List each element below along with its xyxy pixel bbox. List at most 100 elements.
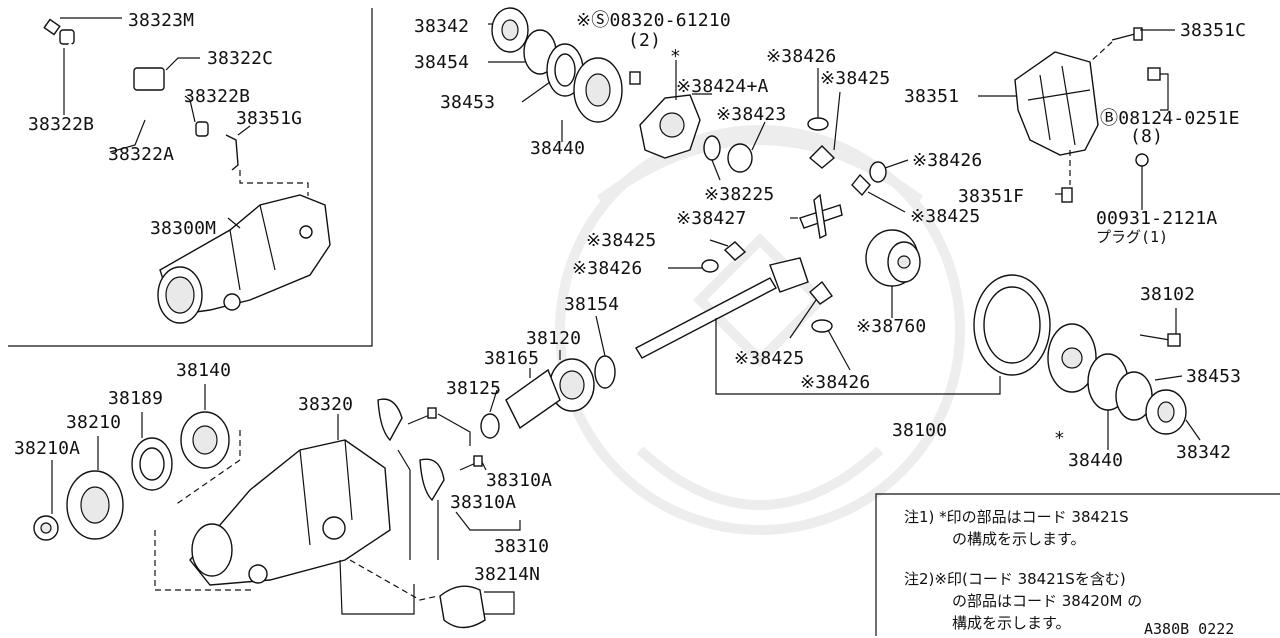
label-38154: 38154	[564, 294, 619, 315]
washer-38426-c[interactable]	[701, 259, 719, 273]
label-38120: 38120	[526, 328, 581, 349]
label-plug-00931: 00931-2121A	[1096, 208, 1217, 229]
label-38426-a: ※38426	[766, 46, 836, 67]
label-38427: ※38427	[676, 208, 746, 229]
label-38440-right: 38440	[1068, 450, 1123, 471]
label-38424A: ※38424+A	[676, 76, 769, 97]
label-star-a: *	[670, 46, 681, 67]
label-38310A-a: 38310A	[486, 470, 552, 491]
bolt-38102[interactable]	[1139, 333, 1181, 347]
differential-assembly-38300M[interactable]	[157, 194, 331, 324]
washer-38125[interactable]	[480, 413, 500, 439]
cap-bolt-lower[interactable]	[459, 455, 483, 471]
note-1-line-2: の構成を示します。	[952, 530, 1086, 548]
label-38300M: 38300M	[150, 218, 216, 239]
nut-38210A[interactable]	[33, 515, 59, 541]
plug-00931[interactable]	[1135, 153, 1149, 167]
rear-cover-38351[interactable]	[1014, 51, 1099, 156]
label-38351G: 38351G	[236, 108, 302, 129]
bearing-38120[interactable]	[549, 358, 595, 412]
label-38342-top: 38342	[414, 16, 469, 37]
label-38125: 38125	[446, 378, 501, 399]
collapsible-spacer-38154[interactable]	[594, 355, 616, 389]
label-38140: 38140	[176, 360, 231, 381]
bearing-cap-lower[interactable]	[419, 458, 445, 502]
label-bolt-08124: Ⓑ08124-0251E	[1100, 108, 1240, 129]
stud-38351C[interactable]	[1111, 27, 1143, 41]
side-gear-38423[interactable]	[727, 143, 753, 173]
label-38165: 38165	[484, 348, 539, 369]
label-38102: 38102	[1140, 284, 1195, 305]
companion-flange-38210[interactable]	[66, 470, 124, 540]
note-2-line-2: の部品はコード 38420M の	[952, 592, 1142, 610]
label-38320: 38320	[298, 394, 353, 415]
label-38425-c: ※38425	[586, 230, 656, 251]
side-flange-38214N[interactable]	[439, 585, 486, 629]
bearing-38140[interactable]	[180, 411, 230, 469]
washer-38426-a[interactable]	[807, 117, 829, 131]
ring-gear[interactable]	[973, 274, 1051, 376]
label-38100: 38100	[892, 420, 947, 441]
label-38351F: 38351F	[958, 186, 1024, 207]
label-38310A-b: 38310A	[450, 492, 516, 513]
label-38760: ※38760	[856, 316, 926, 337]
label-38322C: 38322C	[207, 48, 273, 69]
pinion-gear-38425-c[interactable]	[723, 241, 747, 261]
label-bolt-08320-qty: (2)	[628, 30, 661, 51]
bolt-08124[interactable]	[1147, 67, 1161, 81]
bearing-38342-top[interactable]	[491, 7, 529, 53]
bearing-38342-right[interactable]	[1145, 389, 1187, 435]
note-2-line-1: 注2)※印(コード 38421Sを含む)	[904, 570, 1126, 588]
figure-code: A380B 0222	[1144, 620, 1234, 638]
label-38310: 38310	[494, 536, 549, 557]
note-1-line-1: 注1) *印の部品はコード 38421S	[904, 508, 1129, 526]
washer-38225[interactable]	[703, 135, 721, 161]
label-38426-b: ※38426	[912, 150, 982, 171]
label-bolt-08124-qty: (8)	[1130, 126, 1163, 147]
pinion-gear-38425-a[interactable]	[808, 145, 836, 169]
label-38210A: 38210A	[14, 438, 80, 459]
pinion-shaft-38427[interactable]	[799, 193, 843, 240]
diff-case-38424A[interactable]	[629, 71, 701, 159]
drive-pinion-38100[interactable]	[635, 257, 833, 359]
label-38423: ※38423	[716, 104, 786, 125]
label-38189: 38189	[108, 388, 163, 409]
label-38453-top: 38453	[440, 92, 495, 113]
spacer-38760[interactable]	[865, 229, 921, 287]
label-38426-d: ※38426	[800, 372, 870, 393]
label-38323M: 38323M	[128, 10, 194, 31]
label-star-b: *	[1054, 428, 1065, 449]
label-38342-right: 38342	[1176, 442, 1231, 463]
label-38453-right: 38453	[1186, 366, 1241, 387]
cap-bolt-upper[interactable]	[407, 407, 437, 425]
label-plug-note: プラグ(1)	[1096, 228, 1168, 246]
bearing-38440-top[interactable]	[573, 57, 623, 123]
label-38440-top: 38440	[530, 138, 585, 159]
label-38225: ※38225	[704, 184, 774, 205]
label-38351: 38351	[904, 86, 959, 107]
seal-38189[interactable]	[131, 437, 173, 491]
label-38322B-b: 38322B	[28, 114, 94, 135]
label-bolt-08320: ※Ⓢ08320-61210	[576, 10, 731, 31]
label-38322A: 38322A	[108, 144, 174, 165]
label-38214N: 38214N	[474, 564, 540, 585]
breather-38351F[interactable]	[1061, 187, 1073, 203]
label-38322B-a: 38322B	[184, 86, 250, 107]
oil-seal-38165[interactable]	[505, 368, 561, 430]
pinion-gear-38425-b[interactable]	[851, 173, 871, 197]
label-38425-d: ※38425	[734, 348, 804, 369]
notes-frame	[875, 493, 1280, 636]
carrier-housing-38320[interactable]	[189, 439, 391, 586]
label-38425-b: ※38425	[910, 206, 980, 227]
diff-case-right[interactable]	[1047, 323, 1097, 393]
note-2-line-3: 構成を示します。	[952, 614, 1071, 632]
inset-frame	[8, 8, 373, 347]
breather-hose-assembly[interactable]	[43, 18, 239, 171]
label-38425-a: ※38425	[820, 68, 890, 89]
label-38351C: 38351C	[1180, 20, 1246, 41]
washer-38426-b[interactable]	[869, 161, 887, 183]
label-38426-c: ※38426	[572, 258, 642, 279]
bearing-cap-upper[interactable]	[377, 398, 403, 442]
label-38210: 38210	[66, 412, 121, 433]
